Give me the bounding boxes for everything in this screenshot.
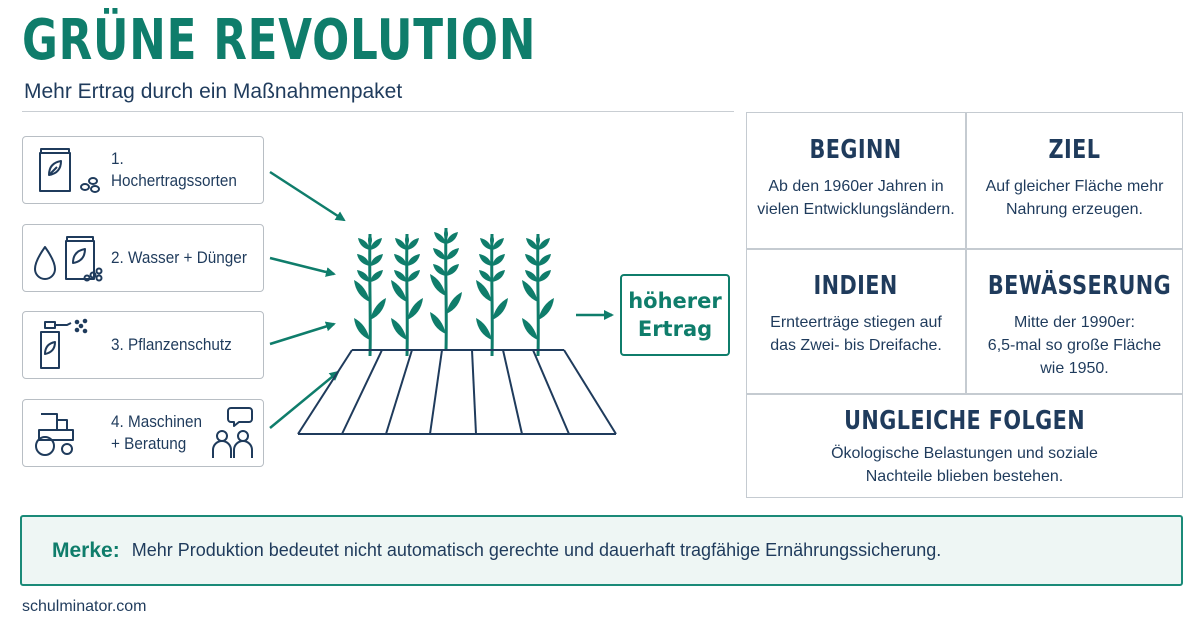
merke-label: Merke: (52, 538, 120, 562)
input-label: 3. Pflanzenschutz (111, 335, 232, 354)
tractor-icon (35, 413, 74, 456)
fact-bewaesserung: BEWÄSSERUNG Mitte der 1990er: 6,5-mal so… (965, 271, 1184, 380)
crop-plant-icon (352, 232, 388, 358)
fact-ziel: ZIEL Auf gleicher Fläche mehr Nahrung er… (965, 135, 1184, 221)
fact-text: Ab den 1960er Jahren in vielen Entwicklu… (757, 178, 955, 218)
water-fertilizer-icon (34, 236, 103, 282)
facts-grid: BEGINN Ab den 1960er Jahren in vielen En… (746, 112, 1183, 498)
arrow-4 (269, 370, 340, 429)
input-arrows (269, 170, 346, 429)
input-box-maschinen-beratung: 4. Maschinen + Beratung (22, 399, 264, 467)
input-label: 2. Wasser + Dünger (111, 248, 247, 267)
title-divider (22, 111, 734, 112)
grid-divider (747, 248, 1182, 250)
grid-divider (747, 393, 1182, 395)
fact-text: Ökologische Belastungen und soziale Nach… (831, 445, 1098, 485)
arrow-2 (269, 256, 336, 277)
grid-divider (965, 113, 967, 393)
seed-bag-icon (39, 148, 100, 193)
crop-plants (352, 226, 556, 358)
result-box: höherer Ertrag (620, 274, 730, 356)
crop-plant-icon (520, 232, 556, 358)
fact-title: BEWÄSSERUNG (987, 271, 1172, 301)
fact-title: BEGINN (809, 135, 903, 165)
input-label: 4. Maschinen + Beratung (111, 412, 203, 453)
fact-text: Mitte der 1990er: 6,5-mal so große Fläch… (987, 314, 1162, 377)
crop-plant-icon (389, 232, 425, 358)
arrow-1 (269, 170, 346, 222)
advisory-people-icon (212, 407, 253, 458)
input-box-pflanzenschutz: 3. Pflanzenschutz (22, 311, 264, 379)
fact-indien: INDIEN Ernteerträge stiegen auf das Zwei… (747, 271, 965, 357)
arrow-3 (269, 321, 336, 346)
sprayer-icon (40, 318, 88, 369)
fact-folgen: UNGLEICHE FOLGEN Ökologische Belastungen… (747, 406, 1182, 488)
field-icon (297, 349, 617, 435)
merke-text: Mehr Produktion bedeutet nicht automatis… (131, 540, 942, 560)
crop-plant-icon (428, 226, 464, 352)
crop-plant-icon (474, 232, 510, 358)
source-footer: schulminator.com (22, 598, 147, 615)
input-box-hochertragssorten: 1. Hochertragssorten (22, 136, 264, 204)
input-label: 1. Hochertragssorten (111, 149, 237, 190)
fact-title: UNGLEICHE FOLGEN (844, 406, 1085, 436)
fact-beginn: BEGINN Ab den 1960er Jahren in vielen En… (747, 135, 965, 221)
input-box-wasser-duenger: 2. Wasser + Dünger (22, 224, 264, 292)
page-title: GRÜNE REVOLUTION (22, 8, 537, 73)
merke-note: Merke: Mehr Produktion bedeutet nicht au… (20, 515, 1183, 586)
fact-text: Ernteerträge stiegen auf das Zwei- bis D… (770, 314, 942, 354)
fact-title: ZIEL (1048, 135, 1101, 165)
page-subtitle: Mehr Ertrag durch ein Maßnahmenpaket (24, 80, 403, 103)
fact-title: INDIEN (813, 271, 899, 301)
fact-text: Auf gleicher Fläche mehr Nahrung erzeuge… (985, 178, 1164, 218)
